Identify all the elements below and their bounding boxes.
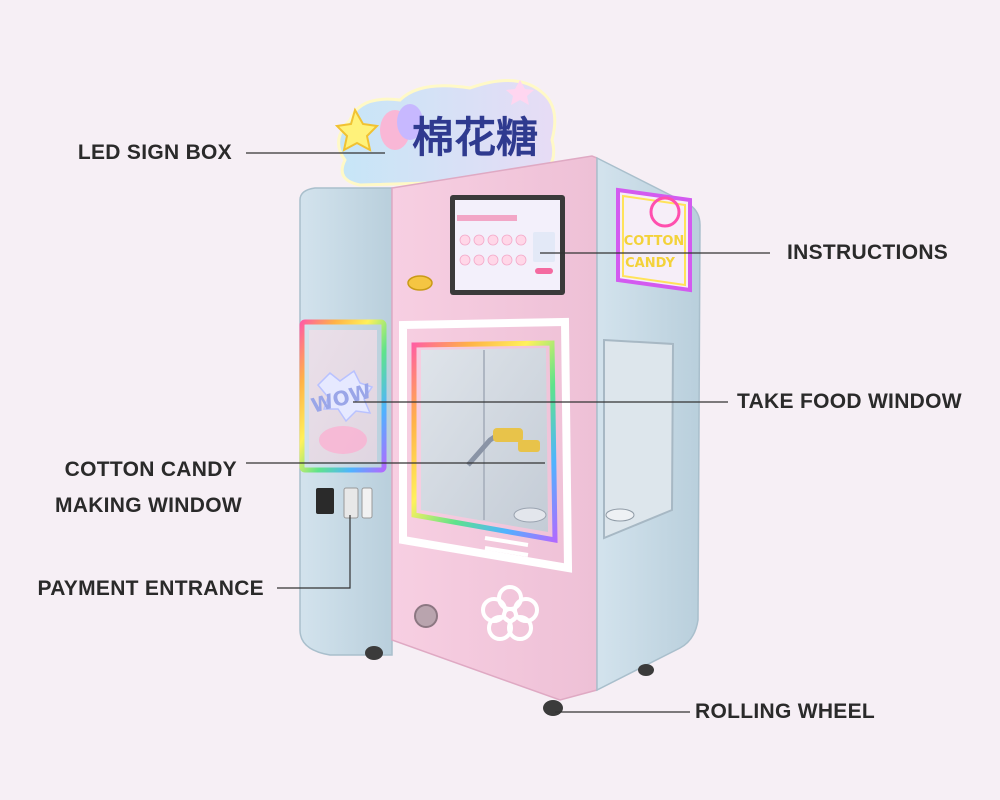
sensor-port	[414, 604, 438, 628]
led-sign-box: 棉花糖	[334, 78, 557, 187]
payment-entrance[interactable]	[316, 487, 373, 519]
flower-logo	[481, 585, 539, 641]
coin-slot[interactable]	[343, 487, 359, 519]
label-making-window-line1: COTTON CANDY	[64, 458, 237, 481]
burst-graphic	[316, 369, 374, 423]
bill-acceptor[interactable]	[316, 488, 334, 514]
right-cabinet: COTTON CANDY	[596, 156, 701, 692]
callout-line-payment-entrance	[277, 515, 351, 589]
take-food-window[interactable]	[399, 317, 573, 573]
label-payment-entrance: PAYMENT ENTRANCE	[37, 577, 264, 600]
side-neon-sign: COTTON CANDY	[616, 187, 692, 293]
sign-chinese-text: 棉花糖	[412, 113, 538, 162]
label-making-window-line2: MAKING WINDOW	[54, 494, 242, 517]
label-led-sign-box: LED SIGN BOX	[77, 141, 232, 164]
instructions-screen[interactable]	[450, 195, 565, 295]
label-rolling-wheel: ROLLING WHEEL	[695, 700, 876, 723]
service-button[interactable]	[407, 275, 433, 291]
label-cotton-candy-making-window: COTTON CANDY MAKING WINDOW	[20, 452, 242, 524]
left-cabinet: WOW	[299, 187, 393, 656]
callout-lines	[246, 152, 770, 713]
side-sign-line1: COTTON	[624, 234, 685, 249]
main-cabinet	[391, 155, 598, 701]
side-opening	[603, 338, 675, 540]
cotton-candy-making-window: WOW	[299, 319, 387, 473]
star-icon	[334, 107, 380, 152]
label-instructions: INSTRUCTIONS	[787, 241, 949, 264]
label-take-food-window: TAKE FOOD WINDOW	[737, 390, 962, 413]
side-sign-line2: CANDY	[625, 256, 675, 271]
